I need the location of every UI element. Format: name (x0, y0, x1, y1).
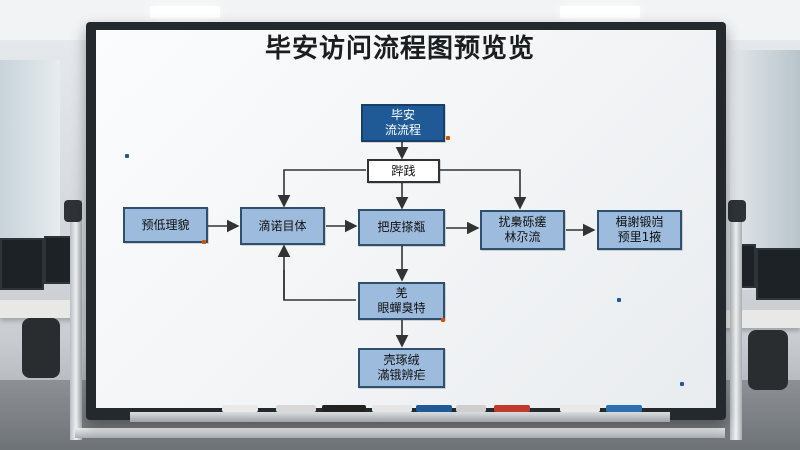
marker (606, 405, 642, 412)
window-left (0, 60, 60, 260)
flow-node-bottom: 壳琢绒 滿锇辨疟 (358, 348, 445, 388)
stand-post (730, 200, 742, 440)
monitor (0, 238, 44, 290)
arrow-mid-to-left2 (277, 244, 356, 301)
desk (0, 300, 80, 318)
marker (276, 405, 316, 412)
flow-node-right2: 楫謝锻岿 预里1掖 (597, 210, 682, 250)
marker-speck (446, 136, 450, 140)
flow-node-left2: 滴诺目体 (240, 207, 325, 245)
stand-knob (64, 200, 82, 222)
arrow-gate-to-right1 (440, 169, 527, 210)
marker-speck (125, 154, 129, 158)
monitor (756, 248, 800, 300)
whiteboard-title: 毕安访问流程图预览览 (264, 34, 535, 64)
marker (322, 405, 366, 412)
marker (560, 405, 600, 412)
marker (494, 405, 530, 412)
ceiling-light (560, 6, 640, 18)
arrow-gate-to-left2 (277, 169, 366, 208)
office-chair (748, 330, 788, 390)
flow-node-right1: 扰梟砾瘥 林尕流 (480, 210, 565, 250)
marker-speck (441, 318, 445, 322)
office-chair (22, 318, 60, 378)
marker (372, 405, 412, 412)
marker-tray (130, 412, 670, 422)
marker-speck (680, 382, 684, 386)
flow-node-mid: 羌 眼蟬臭特 (358, 282, 445, 320)
ceiling-light (150, 6, 220, 18)
flow-node-gate: 跸践 (367, 159, 440, 183)
marker-speck (202, 240, 206, 244)
flow-node-center: 把庋搽甐 (358, 209, 445, 246)
marker (456, 405, 486, 412)
stand-knob (728, 200, 746, 222)
stand-bar (75, 428, 725, 438)
marker-speck (617, 298, 621, 302)
marker (222, 405, 258, 412)
marker (416, 405, 452, 412)
flow-node-start: 毕安 流流程 (361, 104, 445, 142)
stand-post (70, 200, 82, 440)
flow-node-left1: 预低理貌 (123, 207, 208, 243)
